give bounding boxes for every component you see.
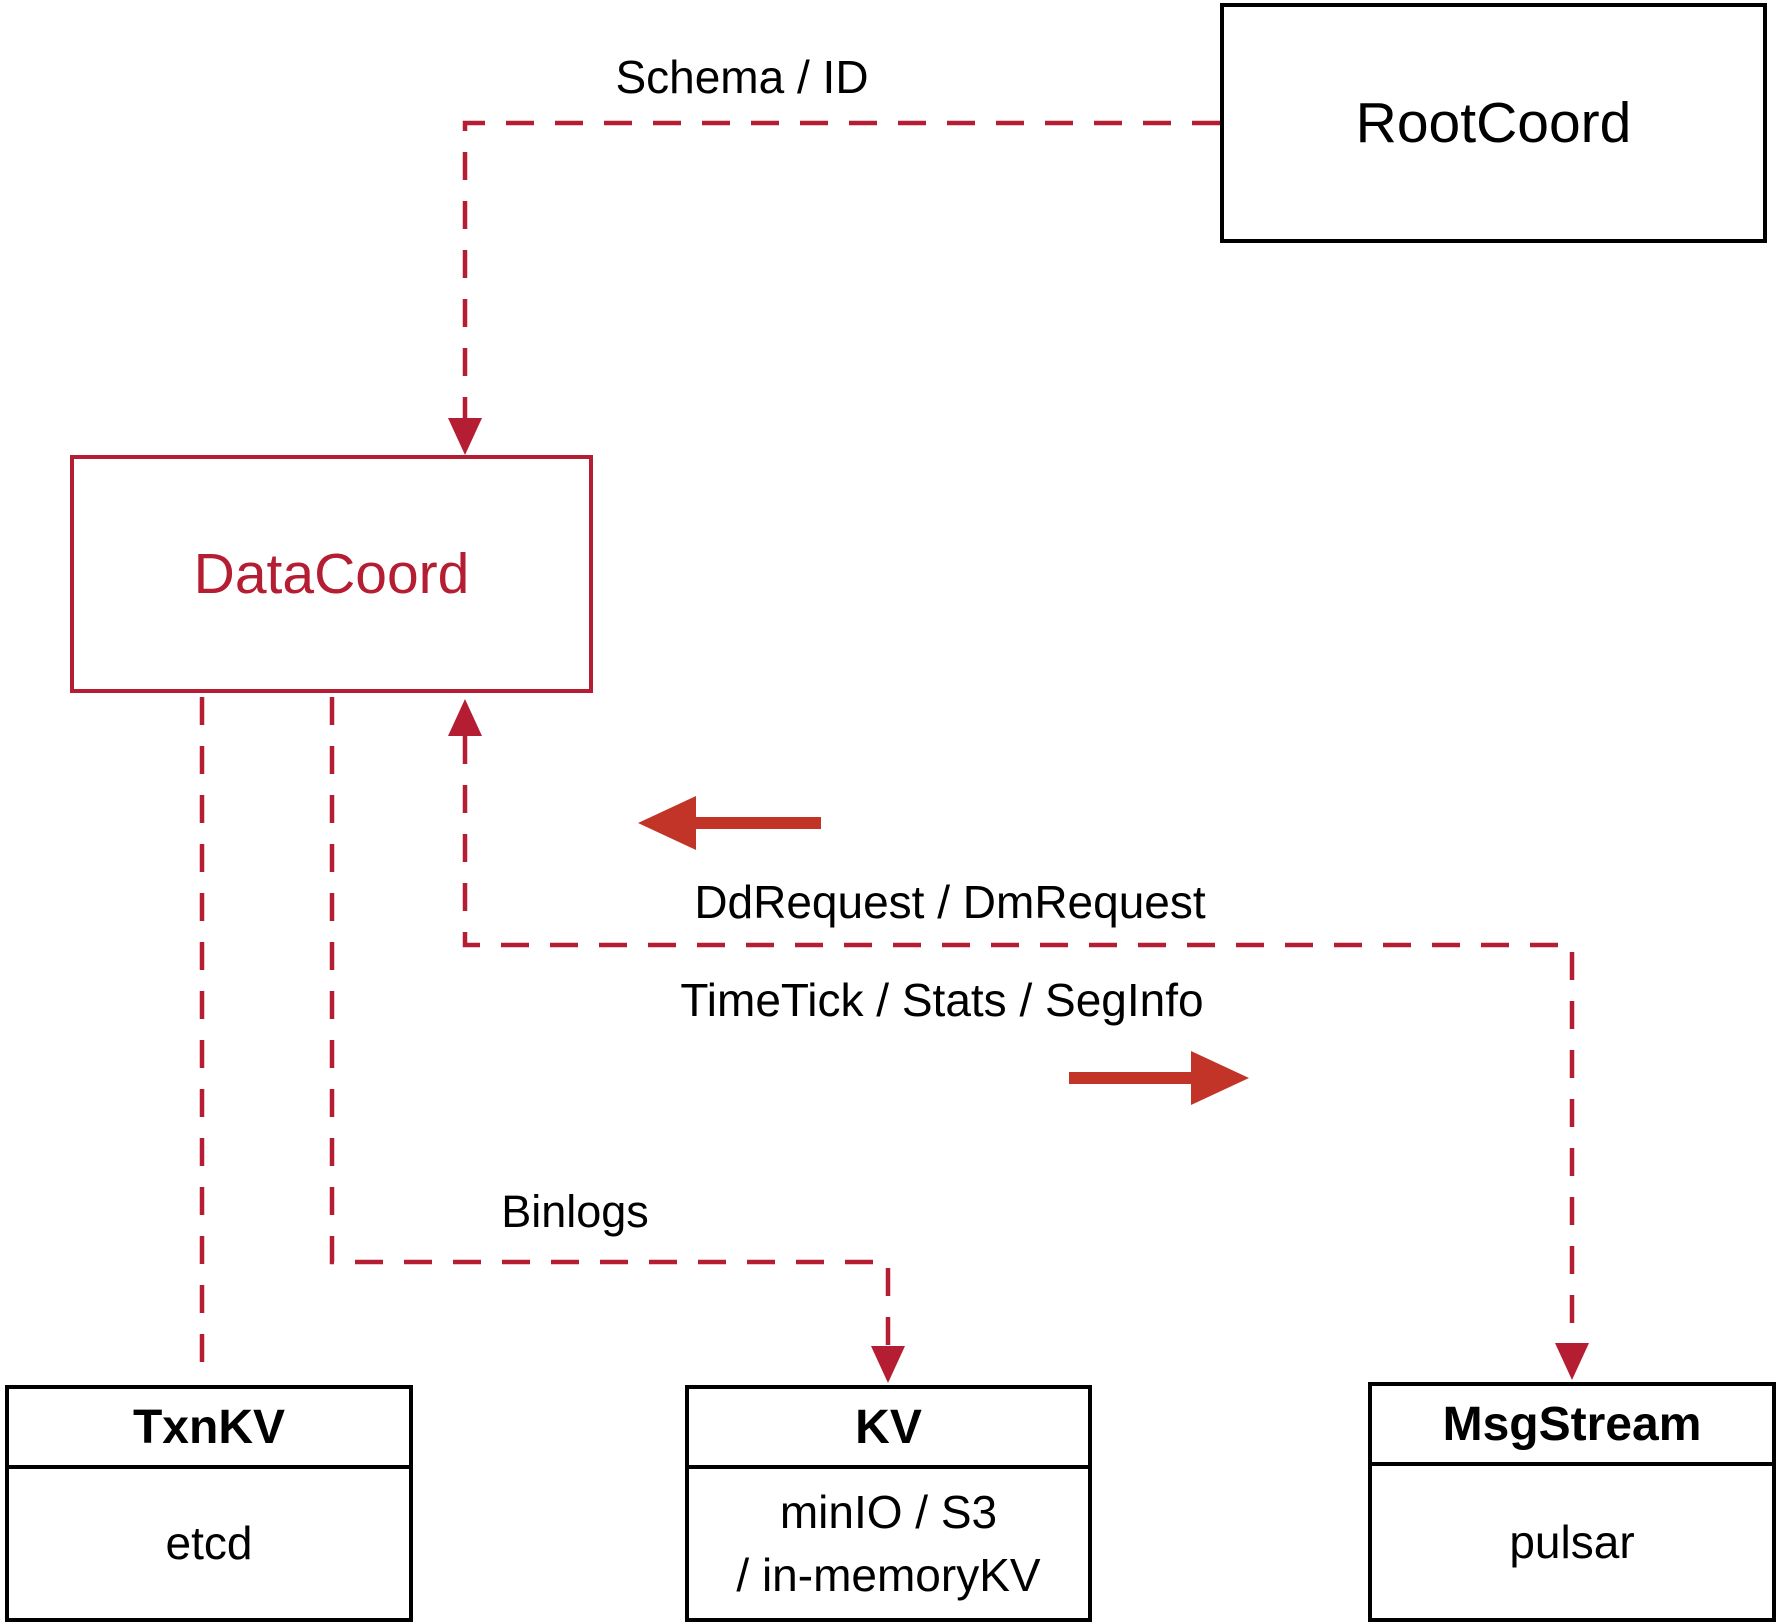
right-direction-arrow	[1069, 1051, 1249, 1105]
edge-schema-id-line	[448, 120, 1220, 455]
msgstream-impl-label: pulsar	[1509, 1515, 1635, 1568]
ddrequest-dmrequest-edge-label: DdRequest / DmRequest	[694, 876, 1206, 928]
schema-id-edge-label: Schema / ID	[615, 51, 869, 103]
kv-node: KV minIO / S3 / in-memoryKV	[685, 1385, 1092, 1622]
msgstream-title: MsgStream	[1372, 1386, 1772, 1466]
arrowhead-into-kv-top	[871, 1346, 905, 1383]
rootcoord-label: RootCoord	[1355, 91, 1632, 155]
timetick-stats-seginfo-edge-label: TimeTick / Stats / SegInfo	[680, 974, 1204, 1026]
kv-impl-line2: / in-memoryKV	[736, 1548, 1041, 1601]
edge-ddrequest-timetick-line	[448, 699, 1589, 1380]
binlogs-edge-label: Binlogs	[501, 1186, 649, 1237]
arrowhead-into-msgstream-top	[1555, 1343, 1589, 1380]
arrowhead-into-datacoord-top	[448, 418, 482, 455]
txnkv-impl-label: etcd	[165, 1517, 253, 1570]
edge-binlogs-line	[329, 697, 905, 1383]
kv-title: KV	[689, 1389, 1088, 1469]
rootcoord-node: RootCoord	[1220, 3, 1767, 243]
txnkv-title: TxnKV	[9, 1389, 409, 1469]
datacoord-node: DataCoord	[70, 455, 593, 693]
left-direction-arrow	[638, 796, 821, 850]
arrowhead-into-datacoord-bottom	[448, 699, 482, 736]
txnkv-node: TxnKV etcd	[5, 1385, 413, 1622]
kv-impl-line1: minIO / S3	[779, 1486, 998, 1539]
datacoord-label: DataCoord	[193, 542, 470, 606]
msgstream-node: MsgStream pulsar	[1368, 1382, 1776, 1622]
